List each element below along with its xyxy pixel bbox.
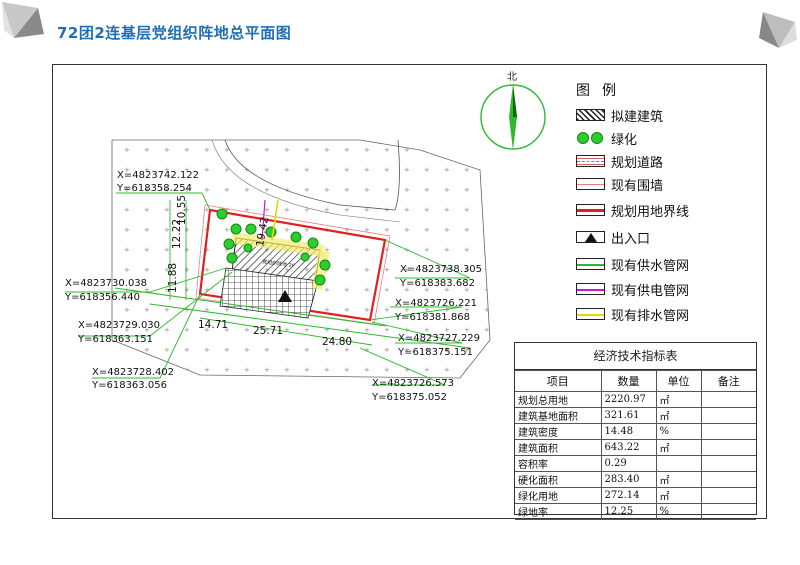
drain-pipe-swatch-icon (576, 308, 605, 320)
tree-swatch-icon (576, 132, 605, 144)
legend-item-proposed-building: 拟建建筑 (576, 106, 663, 125)
green-zone (232, 232, 325, 256)
legend-item-site-boundary: 规划用地界线 (576, 201, 689, 220)
power-line (261, 199, 266, 241)
entrance-triangle-icon (576, 231, 605, 243)
coord-label: Y=618381.868 (394, 312, 470, 323)
column-header: 单位 (655, 370, 702, 392)
legend-item-water-pipe: 现有供水管网 (576, 255, 689, 274)
coord-label: X=4823742.122 (117, 170, 199, 181)
dimension-label: 11.88 (167, 263, 179, 293)
table-caption: 经济技术指标表 (515, 343, 756, 370)
north-label: 北 (507, 71, 517, 83)
road-swatch-icon (576, 155, 605, 167)
coord-label: Y=618358.254 (116, 183, 192, 194)
coord-label: Y=618363.056 (91, 380, 167, 391)
coord-label: Y=618383.682 (399, 278, 475, 289)
wall-swatch-icon (576, 178, 605, 190)
legend-item-existing-wall: 现有围墙 (576, 175, 663, 194)
coord-label: X=4823729.030 (78, 320, 160, 331)
coord-label: X=4823738.305 (400, 264, 482, 275)
dimension-label: 10.55 (176, 195, 188, 225)
water-pipe (149, 303, 471, 349)
column-header: 项目 (515, 370, 602, 392)
svg-text:党组织阵地 2F: 党组织阵地 2F (262, 258, 295, 269)
north-arrow: 北 (480, 71, 546, 150)
dimension-label: 12.22 (171, 219, 183, 249)
leader-lines (65, 192, 471, 386)
dimension-label: 19.42 (254, 216, 271, 248)
power-line-swatch-icon (576, 283, 605, 295)
coord-label: Y=618363.151 (77, 334, 153, 345)
legend-title: 图例 (576, 83, 628, 99)
coord-label: Y=618356.440 (64, 292, 140, 303)
coordinate-labels: X=4823742.122 Y=618358.254 X=4823730.038… (64, 170, 482, 403)
legend-item-power-line: 现有供电管网 (576, 280, 689, 299)
page-title: 72团2连基层党组织阵地总平面图 (57, 24, 292, 42)
paved-area (219, 267, 319, 319)
legend-item-planned-road: 规划道路 (576, 152, 663, 171)
dimension-labels: 10.55 12.22 11.88 14.71 25.71 24.80 19.4… (167, 195, 352, 348)
column-header: 备注 (700, 370, 756, 392)
water-pipe-swatch-icon (576, 258, 605, 270)
tree-cluster (216, 208, 331, 286)
coord-label: Y=618375.052 (371, 392, 447, 403)
corner-decoration-top-left (2, 2, 44, 38)
coord-label: Y=618375.151 (397, 347, 473, 358)
drawing-frame (52, 64, 767, 519)
coord-label: X=4823727.229 (398, 333, 480, 344)
dimension-label: 14.71 (198, 319, 228, 331)
dimension-label: 25.71 (253, 325, 283, 337)
legend-item-entrance: 出入口 (576, 228, 650, 247)
corner-decoration-top-right (759, 12, 797, 48)
entrance-marker (278, 290, 292, 302)
dimension-label: 24.80 (322, 336, 352, 348)
hatch-swatch-icon (576, 109, 605, 121)
legend-item-drain-pipe: 现有排水管网 (576, 305, 689, 324)
coord-label: X=4823730.038 (65, 278, 147, 289)
coord-label: X=4823726.221 (395, 298, 477, 309)
boundary-swatch-icon (576, 204, 605, 216)
coord-label: X=4823728.402 (92, 367, 174, 378)
drain-line (271, 199, 279, 241)
table-header-row: 项目 数量 单位 备注 (515, 370, 756, 392)
coord-label: X=4823726.573 (372, 378, 454, 389)
column-header: 数量 (600, 370, 657, 392)
legend-item-greenery: 绿化 (576, 129, 637, 148)
